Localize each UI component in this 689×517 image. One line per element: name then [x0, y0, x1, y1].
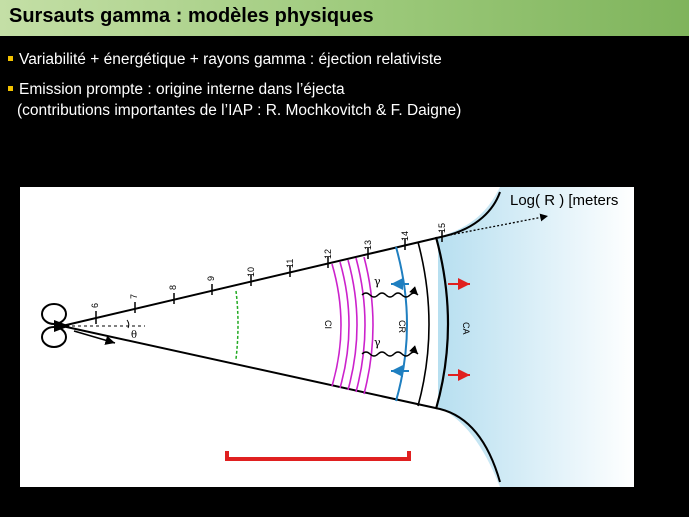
internal-shell-4	[355, 257, 366, 393]
bullet-2-text: Emission prompte : origine interne dans …	[19, 81, 345, 98]
circumburst-medium	[438, 187, 634, 487]
tick-label-15: 15	[437, 223, 447, 233]
jet-diagram: θ 6 7 8 9 10 11 12 13 14 15	[20, 187, 634, 487]
internal-shell-5	[363, 256, 374, 395]
tick-label-6: 6	[90, 303, 100, 308]
bullet-1: Variabilité + énergétique + rayons gamma…	[8, 50, 442, 70]
engine-core	[54, 320, 70, 332]
log-r-axis-arrow	[449, 213, 549, 236]
opening-angle-arc	[126, 319, 130, 329]
jet-diagram-svg: θ 6 7 8 9 10 11 12 13 14 15	[41, 187, 634, 487]
internal-shell-3	[347, 259, 358, 391]
tick-label-8: 8	[168, 285, 178, 290]
tick-labels: 6 7 8 9 10 11 12 13 14 15	[90, 223, 447, 308]
gamma-label-upper: γ	[374, 275, 381, 288]
jet-upper-edge	[61, 191, 501, 327]
tick-label-10: 10	[246, 267, 256, 277]
bullet-marker	[8, 86, 13, 91]
bullet-1-text: Variabilité + énergétique + rayons gamma…	[19, 51, 442, 68]
tick-label-12: 12	[323, 249, 333, 259]
tick-label-9: 9	[206, 276, 216, 281]
tick-label-11: 11	[285, 259, 295, 268]
bullet-marker	[8, 56, 13, 61]
photosphere-green-dashed	[235, 290, 239, 360]
reverse-shock	[395, 246, 408, 402]
tick-label-14: 14	[400, 231, 410, 241]
bullet-2: Emission prompte : origine interne dans …	[8, 80, 345, 100]
slide-title: Sursauts gamma : modèles physiques	[9, 5, 374, 27]
contact-discontinuity	[417, 241, 430, 407]
log-r-axis-label: Log( R ) [meters	[510, 192, 619, 209]
outflow-arrow	[73, 330, 116, 345]
label-ca: CA	[461, 322, 471, 335]
jet-lower-edge	[61, 325, 501, 483]
radius-ticks	[95, 231, 443, 324]
gamma-photon-upper	[361, 286, 419, 298]
gamma-photon-lower	[361, 345, 419, 357]
angle-theta-label: θ	[131, 330, 137, 341]
title-bar: Sursauts gamma : modèles physiques	[0, 0, 689, 36]
bullet-2-continuation: (contributions importantes de l’IAP : R.…	[17, 102, 462, 119]
tick-label-13: 13	[363, 240, 373, 250]
label-ci: CI	[323, 320, 333, 329]
internal-shell-2	[339, 261, 350, 389]
tick-label-7: 7	[129, 294, 139, 299]
gamma-label-lower: γ	[374, 336, 381, 349]
label-cr: CR	[397, 320, 407, 333]
internal-shell-1	[331, 263, 342, 387]
internal-shock-shells	[331, 256, 374, 395]
red-bracket	[225, 451, 411, 461]
forward-shock	[434, 236, 450, 410]
